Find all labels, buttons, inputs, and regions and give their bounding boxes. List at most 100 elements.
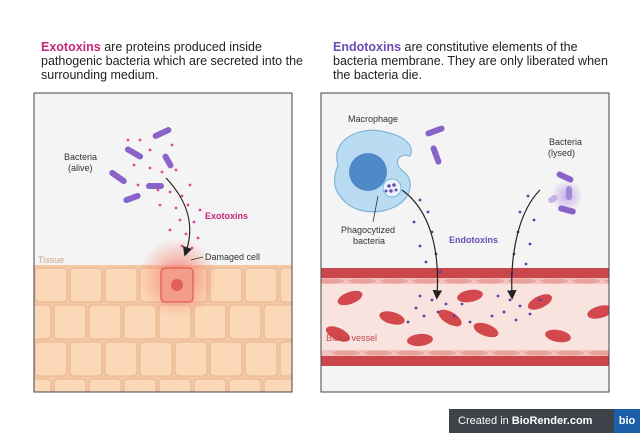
exotoxin-panel-border <box>33 92 293 393</box>
tissue-cell <box>193 378 227 392</box>
exotoxin-dot <box>148 166 152 170</box>
tissue-cell <box>34 378 52 392</box>
endotoxin-dot <box>414 306 418 310</box>
tissue-cell <box>263 304 292 340</box>
tissue-cell <box>193 304 227 340</box>
red-blood-cell <box>473 322 499 338</box>
endotoxin-dot <box>430 298 434 302</box>
red-blood-cell <box>379 311 405 325</box>
damaged-cell <box>160 267 194 303</box>
endotoxin-caption: Endotoxins are constitutive elements of … <box>333 40 623 82</box>
tissue-label: Tissue <box>38 255 64 265</box>
tissue-cell <box>88 304 122 340</box>
tissue-cell <box>279 341 292 377</box>
endotoxin-dot <box>468 320 472 324</box>
badge-text: Created in <box>458 415 509 427</box>
tissue-cell <box>228 378 262 392</box>
tissue-cell <box>139 341 173 377</box>
bacteria-lysed-label-2: (lysed) <box>548 148 575 158</box>
macrophage <box>333 129 412 213</box>
endotoxin-dot <box>422 314 426 318</box>
exotoxin-dot <box>136 183 140 187</box>
bacteria-lysed <box>548 171 583 215</box>
tissue-cell <box>0 305 16 339</box>
exotoxin-dot <box>188 183 192 187</box>
badge-brand: BioRender.com <box>511 415 593 427</box>
bacteria-lysed-label-1: Bacteria <box>549 137 582 147</box>
red-blood-cell <box>438 309 462 327</box>
exotoxin-dot <box>186 203 190 207</box>
macrophage-arrow <box>401 189 443 300</box>
exotoxin-arrow <box>165 177 193 257</box>
endotoxin-dot <box>406 320 410 324</box>
exotoxin-dot <box>168 228 172 232</box>
biorender-badge[interactable]: Created in BioRender.com bio <box>449 409 640 433</box>
endotoxin-keyword: Endotoxins <box>333 40 402 54</box>
red-blood-cell <box>337 290 363 306</box>
tissue-cell <box>174 341 208 377</box>
blood-vessel <box>321 268 609 366</box>
bacteria-alive-label-1: Bacteria <box>64 152 97 162</box>
tissue-cell <box>279 267 292 303</box>
red-blood-cell <box>527 294 553 310</box>
endotoxin-dot <box>508 298 512 302</box>
exotoxin-dot <box>156 188 160 192</box>
red-blood-cell <box>457 289 483 303</box>
tissue-cell <box>34 341 68 377</box>
endotoxin-dot <box>526 194 530 198</box>
tissue-cell <box>88 378 122 392</box>
endotoxin-dot <box>524 262 528 266</box>
phagocytized-label-2: bacteria <box>353 236 385 246</box>
exotoxin-dot <box>174 168 178 172</box>
endotoxin-dot <box>532 218 536 222</box>
tissue-cell <box>34 304 52 340</box>
tissue-cell <box>34 267 68 303</box>
bacteria-alive-label-2: (alive) <box>68 163 93 173</box>
exotoxin-panel: Bacteria (alive) Exotoxins Damaged cell … <box>0 93 292 392</box>
endotoxin-dot <box>418 244 422 248</box>
endotoxin-dot <box>452 314 456 318</box>
exotoxin-dot <box>138 138 142 142</box>
tissue-cell <box>104 341 138 377</box>
endotoxin-dot <box>490 314 494 318</box>
endotoxin-dot <box>418 294 422 298</box>
biorender-logo-icon: bio <box>614 409 640 433</box>
endotoxin-dot <box>424 260 428 264</box>
endotoxin-dot <box>518 210 522 214</box>
exotoxin-keyword: Exotoxins <box>41 40 101 54</box>
exotoxin-dot <box>196 236 200 240</box>
exotoxin-dot <box>170 143 174 147</box>
exotoxin-caption: Exotoxins are proteins produced inside p… <box>41 40 311 82</box>
red-blood-cell <box>587 305 609 319</box>
bacterium <box>425 125 445 137</box>
exotoxin-dot <box>178 218 182 222</box>
tissue-cell <box>69 267 103 303</box>
tissue-cell <box>209 341 243 377</box>
bacterium <box>430 145 442 165</box>
tissue-cell <box>244 267 278 303</box>
endotoxin-dot <box>438 270 442 274</box>
exotoxin-dot <box>148 148 152 152</box>
exotoxin-dot <box>160 170 164 174</box>
endotoxin-dot <box>444 302 448 306</box>
damaged-cell-label: Damaged cell <box>205 252 260 262</box>
lysed-arrow <box>506 189 541 300</box>
endotoxin-dot <box>538 298 542 302</box>
macrophage-label: Macrophage <box>348 114 398 124</box>
endotoxin-dot <box>426 210 430 214</box>
endotoxin-dot <box>502 310 506 314</box>
endotoxin-dot <box>496 294 500 298</box>
tissue-cell <box>0 268 32 302</box>
exotoxin-caption-text: are proteins produced inside pathogenic … <box>41 40 303 82</box>
endotoxin-panel: Macrophage Bacteria (lysed) Phagocytized… <box>321 93 609 392</box>
exotoxin-dot <box>184 232 188 236</box>
endotoxin-dot <box>412 220 416 224</box>
endotoxin-dot <box>528 312 532 316</box>
endotoxin-dot <box>418 198 422 202</box>
exotoxin-dot <box>192 220 196 224</box>
exotoxin-dot <box>190 246 194 250</box>
exotoxin-dot <box>132 163 136 167</box>
endotoxin-dot <box>528 242 532 246</box>
exotoxin-dot <box>158 203 162 207</box>
